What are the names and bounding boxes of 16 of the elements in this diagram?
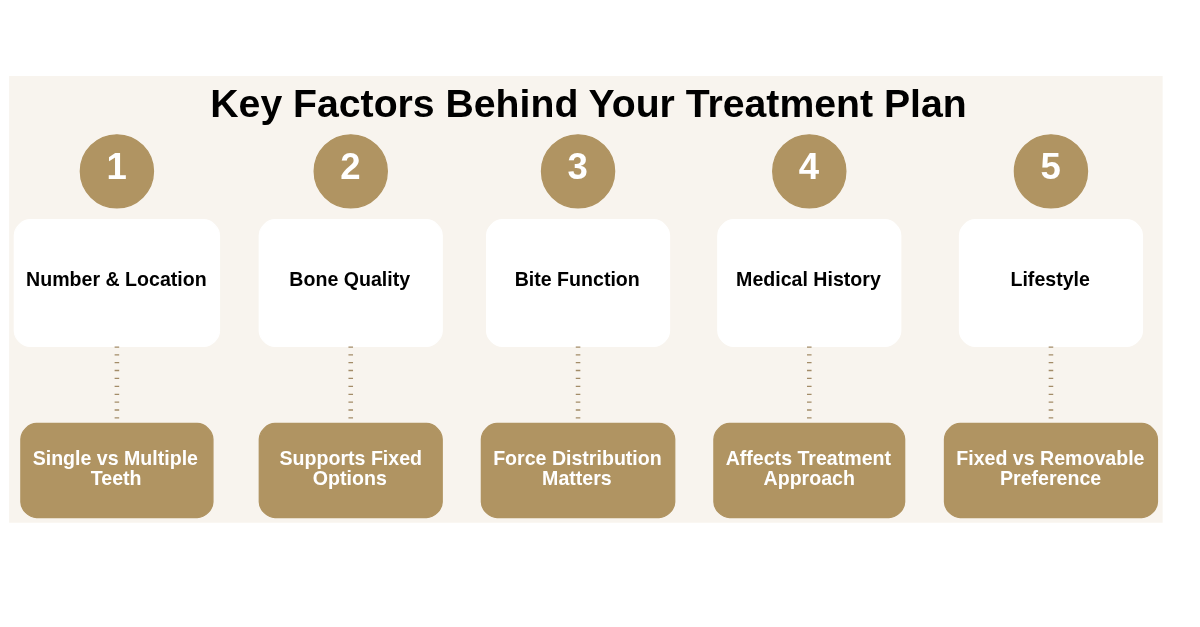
node-box: Supports Fixed Options <box>258 422 443 519</box>
node-box: Fixed vs Removable Preference <box>943 422 1159 519</box>
diagram-title: Key Factors Behind Your Treatment Plan <box>210 81 967 125</box>
node-box: Force Distribution Matters <box>480 422 676 519</box>
node-box: Single vs Multiple Teeth <box>20 422 214 519</box>
node-box: Bone Quality <box>258 219 443 348</box>
node-box: Medical History <box>717 219 902 348</box>
node-box: Lifestyle <box>958 219 1144 348</box>
node-box: Bite Function <box>485 219 671 348</box>
node-box: Affects Treatment Approach <box>713 422 906 519</box>
node-circle: 5 <box>1013 134 1089 209</box>
node-circle: 1 <box>79 134 155 209</box>
node-circle: 2 <box>313 134 388 209</box>
node-box: Number & Location <box>13 219 221 348</box>
node-circle: 3 <box>540 134 616 209</box>
node-circle: 4 <box>772 134 847 209</box>
